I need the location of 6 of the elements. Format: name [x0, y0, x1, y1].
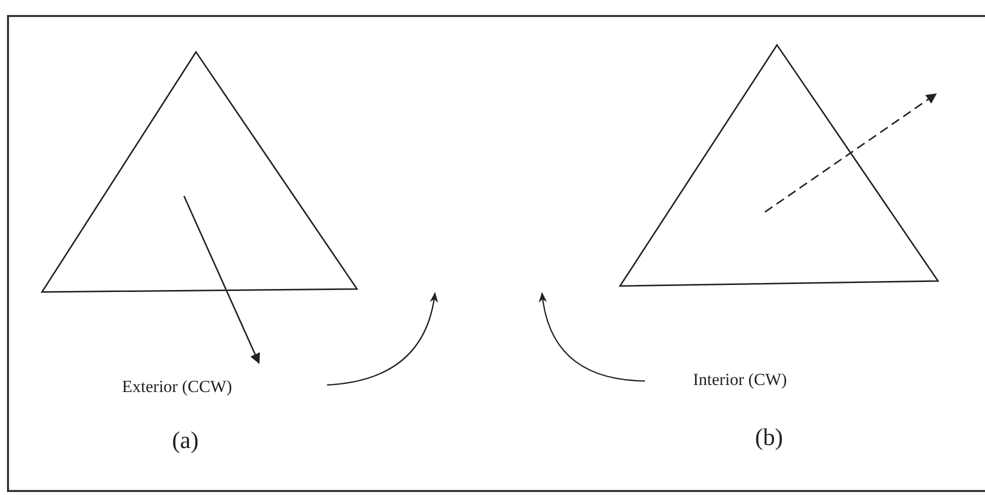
vertex-order-label: Exterior (CCW)	[122, 377, 232, 397]
vertex-order-label: Interior (CW)	[693, 370, 787, 390]
panel-label: (b)	[755, 425, 783, 452]
triangle	[40, 50, 358, 293]
triangle	[618, 44, 940, 287]
panel-label: (a)	[172, 428, 199, 455]
